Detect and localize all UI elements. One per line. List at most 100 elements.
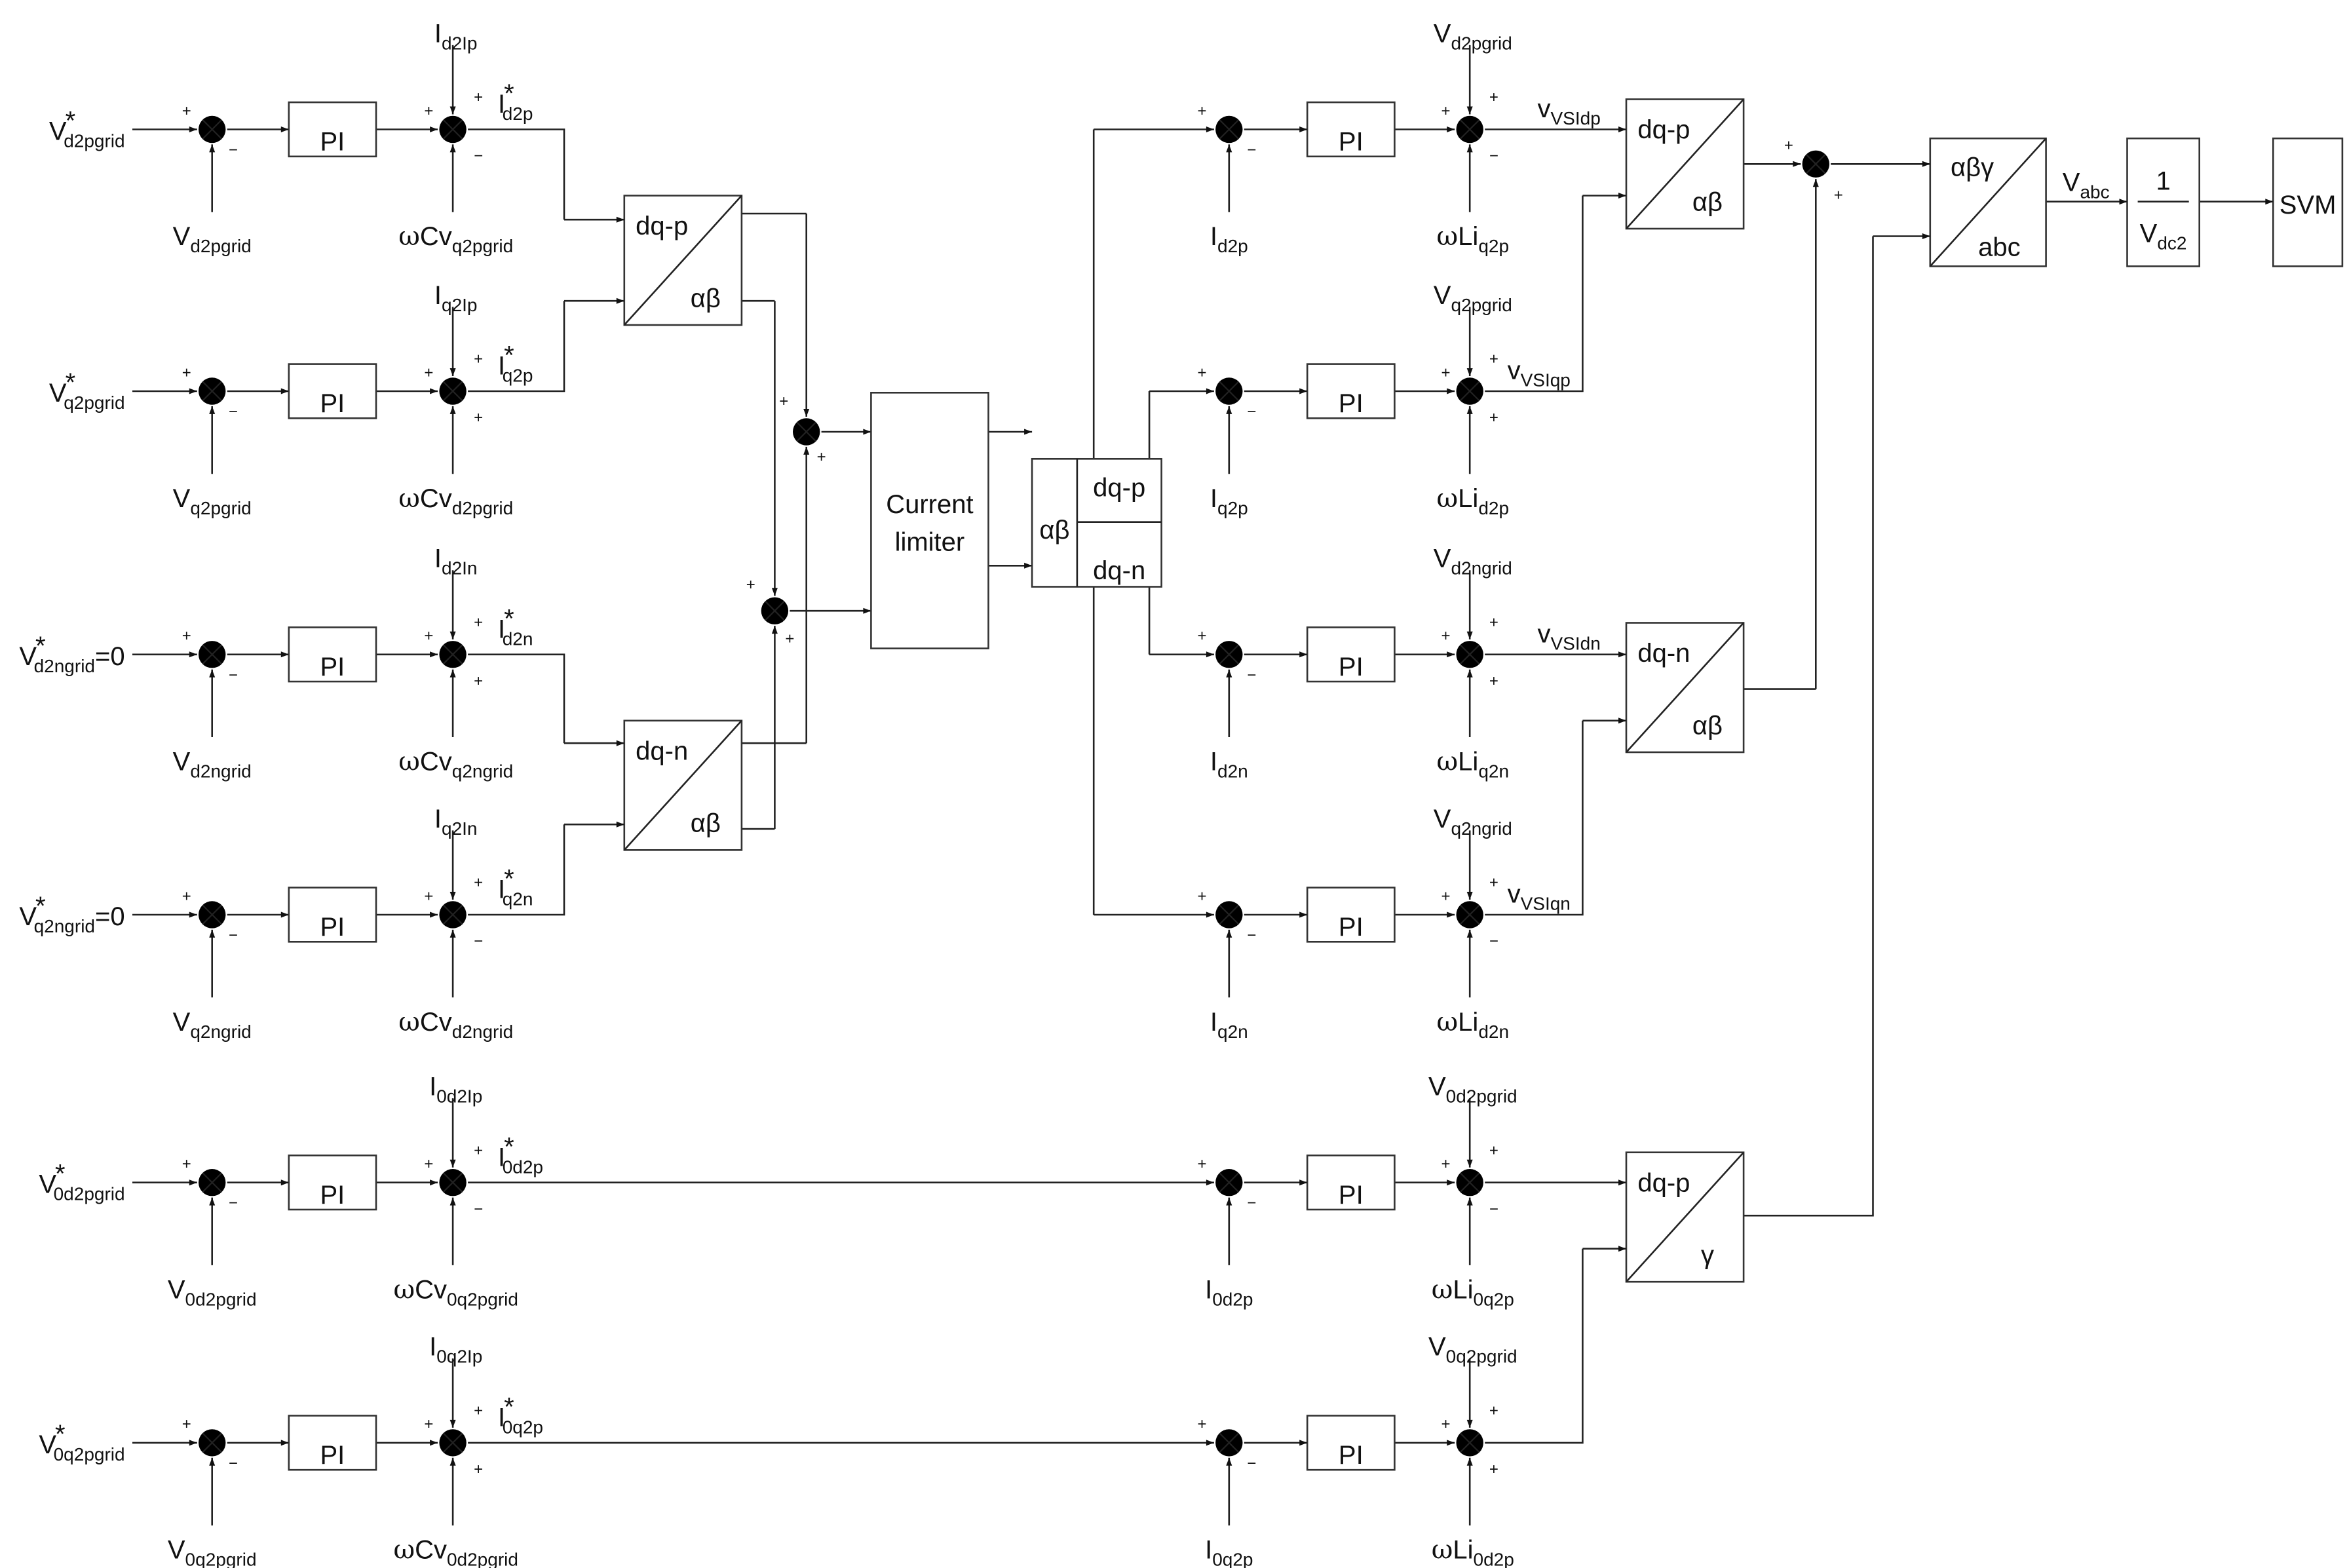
- sign-label: +: [474, 1402, 483, 1420]
- pi-block: [288, 363, 377, 419]
- arrowhead: [1618, 651, 1626, 658]
- arrowhead: [1299, 651, 1308, 658]
- summing-cross: [1806, 154, 1826, 174]
- arrowhead: [1466, 929, 1473, 938]
- sign-label: −: [1247, 1455, 1256, 1472]
- arrowhead: [616, 297, 624, 304]
- sign-label: +: [474, 409, 483, 427]
- arrowhead: [280, 388, 289, 394]
- arrowhead: [2119, 199, 2128, 205]
- sign-label: +: [1197, 1155, 1206, 1173]
- sign-label: −: [474, 147, 483, 165]
- feedforward-top-label: V0q2pgrid: [1428, 1333, 1517, 1367]
- arrowhead: [616, 216, 624, 223]
- arrowhead: [1466, 1159, 1473, 1168]
- diagonal-divider: [1626, 622, 1745, 753]
- summing-cross: [202, 1172, 222, 1193]
- summing-cross: [1219, 1432, 1240, 1453]
- arrowhead: [1226, 144, 1232, 153]
- measured-label: Vd2ngrid: [173, 748, 252, 782]
- v-abc-label: Vabc: [2063, 168, 2110, 202]
- sign-label: +: [424, 102, 433, 120]
- arrowhead: [449, 669, 456, 678]
- summing-cross: [1459, 1172, 1480, 1193]
- arrowhead: [771, 626, 778, 634]
- pi-label: PI: [320, 1181, 345, 1210]
- feedforward-top-label: Vd2pgrid: [1434, 19, 1512, 53]
- sign-label: +: [1441, 1155, 1450, 1173]
- diagonal-divider: [623, 195, 742, 326]
- sign-label: +: [785, 630, 794, 648]
- arrowhead: [1206, 1179, 1214, 1186]
- arrowhead: [1466, 144, 1473, 153]
- sign-label: +: [474, 1141, 483, 1159]
- sign-label: −: [229, 927, 238, 944]
- sign-label: −: [1489, 147, 1498, 165]
- arrowhead: [209, 406, 216, 414]
- arrowhead: [430, 388, 438, 394]
- wire: [468, 128, 565, 220]
- sign-label: +: [424, 364, 433, 381]
- vsi-voltage-label: vVSIqn: [1508, 880, 1571, 914]
- arrowhead: [280, 1440, 289, 1446]
- sign-label: −: [1489, 1200, 1498, 1218]
- arrowhead: [1466, 406, 1473, 414]
- summing-cross: [202, 381, 222, 402]
- arrowhead: [616, 821, 624, 828]
- arrowhead: [1447, 1179, 1455, 1186]
- arrowhead: [1226, 929, 1232, 938]
- sign-label: −: [229, 142, 238, 159]
- arrowhead: [1226, 406, 1232, 414]
- current-reference-label: I*0d2p: [498, 1132, 543, 1177]
- arrowhead: [1618, 717, 1626, 724]
- feedforward-top-label: Vd2ngrid: [1434, 545, 1512, 579]
- sign-label: +: [474, 88, 483, 106]
- reference-label: V*0d2pgrid: [39, 1160, 124, 1204]
- arrowhead: [1922, 161, 1930, 167]
- summing-cross: [1219, 381, 1240, 402]
- arrowhead: [189, 126, 197, 132]
- sign-label: +: [424, 1415, 433, 1433]
- transform-top-label: dq-p: [1637, 1168, 1690, 1197]
- arrowhead: [1299, 1440, 1308, 1446]
- arrowheads: [189, 106, 2274, 1466]
- arrowhead: [1466, 368, 1473, 376]
- sign-label: +: [474, 874, 483, 892]
- pi-block: [1306, 363, 1396, 419]
- arrowhead: [1024, 429, 1033, 435]
- svm-block: [2272, 137, 2344, 267]
- current-limiter-label: Current: [886, 490, 973, 519]
- pi-block: [288, 626, 377, 683]
- sign-label: +: [779, 392, 788, 410]
- vsi-voltage-label: vVSIqp: [1508, 356, 1571, 391]
- arrowhead: [1206, 388, 1214, 394]
- pi-block: [1306, 626, 1396, 683]
- current-reference-label: I*q2p: [498, 341, 533, 386]
- svm-label: SVM: [2280, 191, 2337, 220]
- sign-label: +: [1197, 627, 1206, 645]
- feedforward-bottom-label: ωCvq2pgrid: [398, 221, 513, 256]
- pi-label: PI: [320, 389, 345, 418]
- sign-label: +: [182, 887, 191, 905]
- sign-label: −: [1247, 1195, 1256, 1212]
- sign-label: −: [474, 1200, 483, 1218]
- arrowhead: [1299, 388, 1308, 394]
- arrowhead: [803, 409, 810, 417]
- sign-label: −: [1247, 666, 1256, 684]
- diagonal-divider: [1626, 98, 1745, 229]
- summing-cross: [442, 644, 463, 664]
- sign-label: −: [1247, 142, 1256, 159]
- sign-label: −: [229, 1455, 238, 1472]
- feedforward-bottom-label: ωCvd2pgrid: [398, 484, 513, 518]
- sign-label: +: [1197, 1415, 1206, 1433]
- wire: [468, 301, 565, 392]
- measured-current-label: Iq2p: [1210, 484, 1248, 518]
- feedforward-top-label: V0d2pgrid: [1428, 1073, 1517, 1107]
- arrowhead: [1206, 911, 1214, 918]
- wire: [468, 653, 565, 744]
- summing-cross: [1219, 644, 1240, 664]
- arrowhead: [189, 1440, 197, 1446]
- arrowhead: [1466, 1419, 1473, 1428]
- sign-label: −: [229, 403, 238, 421]
- sign-label: +: [1489, 1141, 1498, 1159]
